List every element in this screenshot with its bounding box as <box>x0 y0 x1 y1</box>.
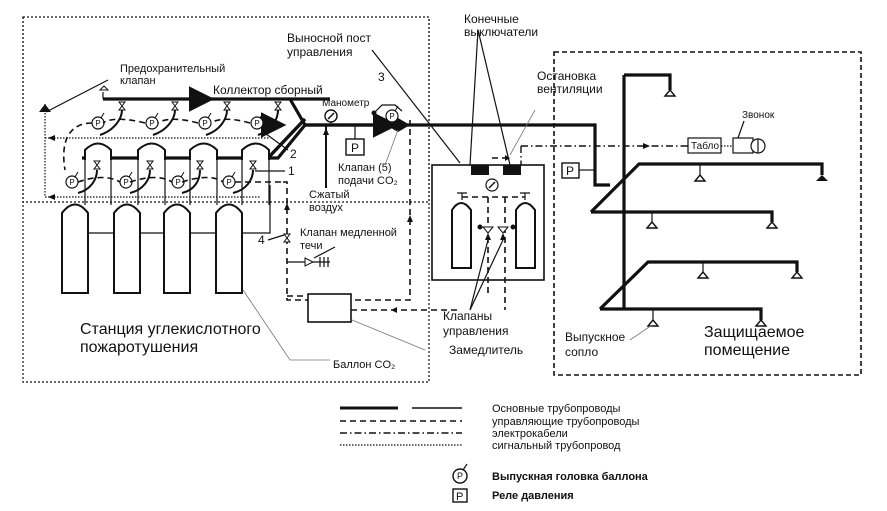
label-panel: Табло <box>691 140 719 152</box>
label-number-3: 3 <box>378 70 385 84</box>
label-control-valves-2: управления <box>443 324 508 338</box>
retarder-box <box>307 293 352 323</box>
legend-item-main-pipes: Основные трубопроводы <box>492 403 621 415</box>
label-slow-leak-1: Клапан медленной <box>300 227 397 239</box>
label-co2-valve-2: подачи CO₂ <box>338 175 398 187</box>
limit-switch-2 <box>503 165 521 175</box>
room-title-1: Защищаемое <box>704 324 805 341</box>
label-limit-switches-1: Конечные <box>464 12 519 26</box>
legend-item-control-pipes: управляющие трубопроводы <box>492 416 640 428</box>
svg-text:P: P <box>457 471 463 481</box>
label-compressed-air-2: воздух <box>309 202 343 214</box>
station-title-2: пожаротушения <box>80 339 198 356</box>
room-title-2: помещение <box>704 342 790 359</box>
label-co2-valve-1: Клапан (5) <box>338 162 392 174</box>
control-valves-icons <box>477 224 516 240</box>
co2-supply-valve-icon <box>371 104 410 132</box>
label-remote-post-1: Выносной пост <box>287 31 371 45</box>
room-distribution-pipes <box>589 73 828 327</box>
safety-valve-icon <box>39 79 110 113</box>
label-co2-cylinder: Баллон CO₂ <box>333 359 395 371</box>
pilot-cylinder-left <box>451 202 472 269</box>
pilot-cylinder-right <box>515 202 536 269</box>
label-bell: Звонок <box>742 110 775 121</box>
label-number-1: 1 <box>288 164 295 178</box>
svg-text:P: P <box>456 491 463 503</box>
label-compressed-air-1: Сжатый <box>309 189 350 201</box>
upper-cylinder-heads <box>91 101 282 136</box>
label-retarder: Замедлитель <box>449 343 523 357</box>
svg-text:P: P <box>351 141 359 155</box>
lower-cylinder-heads <box>65 160 283 194</box>
slow-leak-valve-icon <box>283 233 330 267</box>
protected-room-zone <box>553 51 862 376</box>
label-manometer: Манометр <box>322 98 370 109</box>
bell-icon <box>732 137 766 154</box>
label-collector: Коллектор сборный <box>213 83 323 97</box>
cabinet-control-lines <box>462 196 525 310</box>
label-ventilation-stop-1: Остановка <box>537 69 597 83</box>
label-slow-leak-2: течи <box>300 240 323 252</box>
station-title-1: Станция углекислотного <box>80 321 261 338</box>
label-nozzle-2: сопло <box>565 345 598 359</box>
upper-cylinders <box>84 142 270 160</box>
label-nozzle-1: Выпускное <box>565 330 626 344</box>
pressure-relay-icon: P <box>345 125 365 156</box>
label-ventilation-stop-2: вентиляции <box>537 82 603 96</box>
legend-item-cylinder-head: Выпускная головка баллона <box>492 471 649 483</box>
lower-cylinders <box>61 160 271 294</box>
label-safety-valve-1: Предохранительный <box>120 63 225 75</box>
legend-item-pressure-relay: Реле давления <box>492 490 574 502</box>
label-remote-post-2: управления <box>287 45 352 59</box>
legend-item-signal-pipe: сигнальный трубопровод <box>492 440 621 452</box>
legend-head-icon: P <box>452 463 468 484</box>
limit-switch-1 <box>471 165 489 175</box>
control-line-station <box>283 120 411 301</box>
legend-item-electric-cables: электрокабели <box>492 428 568 440</box>
svg-text:P: P <box>566 164 574 178</box>
legend: Основные трубопроводы управляющие трубоп… <box>340 403 649 503</box>
label-number-2: 2 <box>290 147 297 161</box>
label-limit-switches-2: выключатели <box>464 25 538 39</box>
label-safety-valve-2: клапан <box>120 75 156 87</box>
legend-relay-icon <box>452 488 468 503</box>
station-zone <box>22 17 430 383</box>
manometer-icon <box>324 109 338 125</box>
label-number-4: 4 <box>258 233 265 247</box>
label-control-valves-1: Клапаны <box>443 309 492 323</box>
